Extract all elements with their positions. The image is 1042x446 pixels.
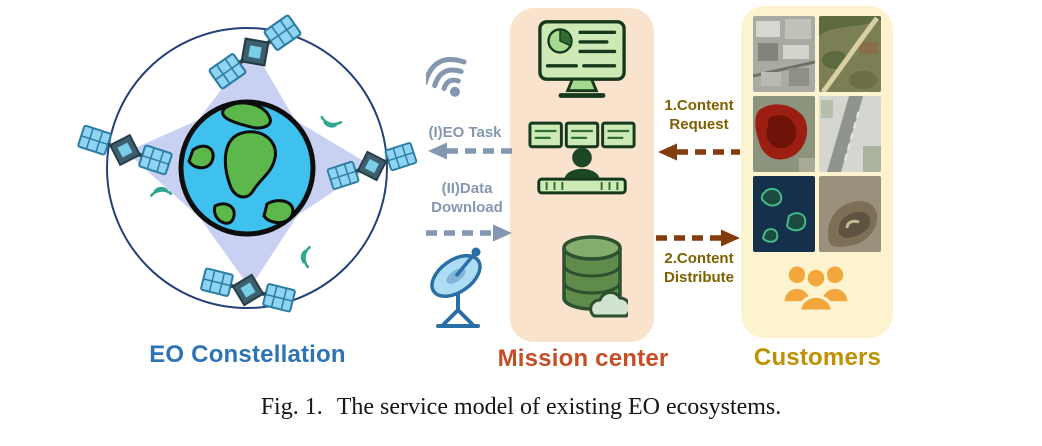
signal-icon bbox=[149, 183, 173, 206]
customers-panel bbox=[741, 6, 893, 338]
customers-label: Customers bbox=[753, 344, 882, 371]
data-download-arrow bbox=[426, 224, 512, 242]
dashboard-monitor-icon bbox=[538, 20, 626, 98]
satellite-image-thumbnails bbox=[753, 16, 881, 252]
customer-group-icon bbox=[784, 266, 848, 313]
ground-station-dish-icon bbox=[430, 247, 482, 328]
satellite-image-terrain bbox=[819, 16, 881, 92]
satellite-icon bbox=[206, 11, 304, 93]
mission-center-panel bbox=[510, 8, 654, 342]
mission-center-label: Mission center bbox=[497, 345, 669, 372]
eo-constellation-label: EO Constellation bbox=[149, 341, 346, 368]
content-distribute-label: 2.Content Distribute bbox=[663, 250, 734, 286]
signal-icon bbox=[297, 245, 320, 269]
operator-console-icon bbox=[528, 121, 636, 195]
data-download-label: (II)Data Download bbox=[431, 180, 503, 216]
satellite-image-sea-islands bbox=[753, 176, 815, 252]
satellite-image-urban bbox=[753, 16, 815, 92]
eo-task-label: (I)EO Task bbox=[428, 124, 502, 141]
earth-icon bbox=[178, 99, 316, 237]
satellite-image-burn-scar bbox=[753, 96, 815, 172]
signal-icon bbox=[320, 108, 343, 131]
figure-caption-label: Fig. 1. bbox=[260, 394, 323, 420]
satellite-icon bbox=[323, 136, 421, 196]
database-icon bbox=[562, 235, 628, 318]
eo-constellation-graphic bbox=[74, 4, 421, 319]
eo-task-arrow bbox=[428, 142, 512, 160]
satellite-image-airport bbox=[819, 96, 881, 172]
figure-caption-text: The service model of existing EO ecosyst… bbox=[336, 394, 782, 420]
content-request-arrow bbox=[658, 143, 740, 161]
beam-star bbox=[126, 48, 372, 288]
orbit-ring bbox=[106, 27, 388, 309]
satellite-icon bbox=[74, 118, 176, 182]
figure-caption: Fig. 1. The service model of existing EO … bbox=[0, 394, 1042, 421]
satellite-image-quarry bbox=[819, 176, 881, 252]
content-request-label: 1.Content Request bbox=[664, 97, 734, 133]
wifi-icon bbox=[426, 57, 467, 97]
content-distribute-arrow bbox=[656, 229, 740, 247]
satellite-icon bbox=[197, 261, 299, 319]
